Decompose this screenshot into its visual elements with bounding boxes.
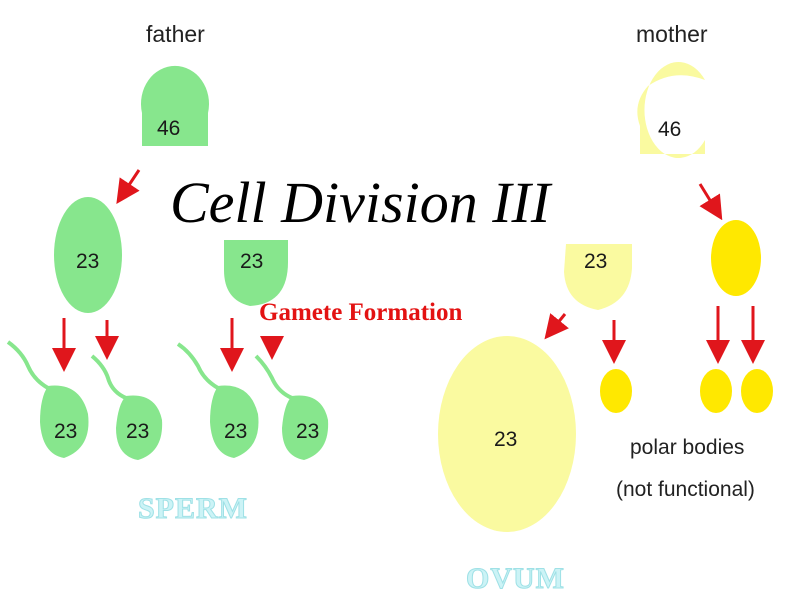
secondary-oocyte (564, 244, 632, 310)
mother-cell (637, 62, 705, 159)
sperm-tail-4 (254, 354, 293, 400)
polar-body-3 (741, 369, 773, 413)
sperm-head-2 (116, 395, 163, 460)
sperm-number-4: 23 (296, 420, 319, 443)
slide-title: Cell Division III (170, 170, 553, 235)
sperm-number-3: 23 (224, 420, 247, 443)
secondary-oocyte-number: 23 (584, 250, 607, 273)
sperm-number-2: 23 (126, 420, 149, 443)
sperm-head-4 (282, 395, 329, 460)
polar-body-1 (600, 369, 632, 413)
secondary-spermatocyte-left (54, 197, 122, 313)
ovum-number: 23 (494, 428, 517, 451)
secondary-spermatocyte-right-number: 23 (240, 250, 263, 273)
mother-label: mother (636, 21, 708, 47)
sperm-number-1: 23 (54, 420, 77, 443)
arrow-to-ovum (544, 313, 569, 340)
polar-body-2 (700, 369, 732, 413)
sperm-head-1 (40, 385, 89, 458)
father-cell-number: 46 (157, 117, 180, 140)
father-cell (141, 65, 210, 146)
polar-bodies-label-line2: (not functional) (616, 478, 755, 501)
slide-subtitle: Gamete Formation (259, 299, 463, 326)
father-label: father (146, 21, 205, 47)
secondary-spermatocyte-left-number: 23 (76, 250, 99, 273)
first-polar-body (711, 220, 761, 296)
sperm-tail-1 (6, 340, 50, 390)
sperm-head-3 (210, 385, 259, 458)
father-to-cell-arrow (116, 169, 141, 204)
sperm-group-label: SPERM (138, 492, 248, 525)
sperm-tail-3 (176, 342, 220, 390)
secondary-spermatocyte-right (224, 240, 288, 306)
polar-bodies-label-line1: polar bodies (630, 436, 744, 459)
ovum-label: OVUM (466, 562, 565, 595)
mother-cell-number: 46 (658, 118, 681, 141)
ovum (438, 336, 576, 532)
sperm-tail-2 (90, 354, 127, 400)
mother-to-polar-arrow (698, 183, 723, 221)
